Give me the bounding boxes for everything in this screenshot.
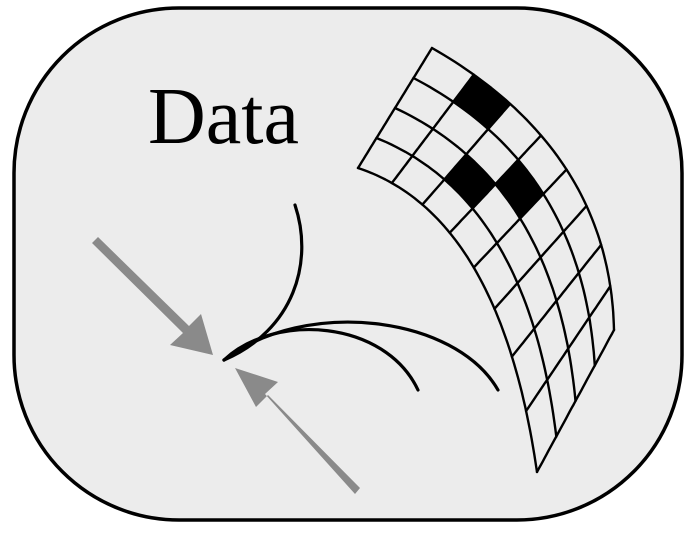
grid-filled-cell bbox=[495, 159, 544, 219]
rounded-panel bbox=[12, 6, 684, 522]
grid-filled-cell bbox=[453, 74, 511, 130]
diagram-title: Data bbox=[148, 73, 299, 161]
fiber-right bbox=[222, 320, 500, 392]
grid-column-line bbox=[430, 46, 616, 332]
arrow-down-right-icon bbox=[92, 237, 213, 355]
curved-grid bbox=[356, 46, 616, 474]
grid-column-line bbox=[356, 166, 539, 474]
grid-column-line bbox=[393, 106, 577, 403]
grid-filled-cell bbox=[444, 154, 496, 209]
grid-column-line bbox=[412, 76, 596, 367]
arrow-up-left-icon bbox=[235, 368, 360, 494]
fiber-upper bbox=[222, 203, 304, 362]
arrow-down-right-icon bbox=[92, 237, 213, 355]
curved-fibers bbox=[222, 203, 500, 392]
arrow-up-left-icon bbox=[235, 368, 360, 494]
grid-column-line bbox=[375, 136, 558, 438]
